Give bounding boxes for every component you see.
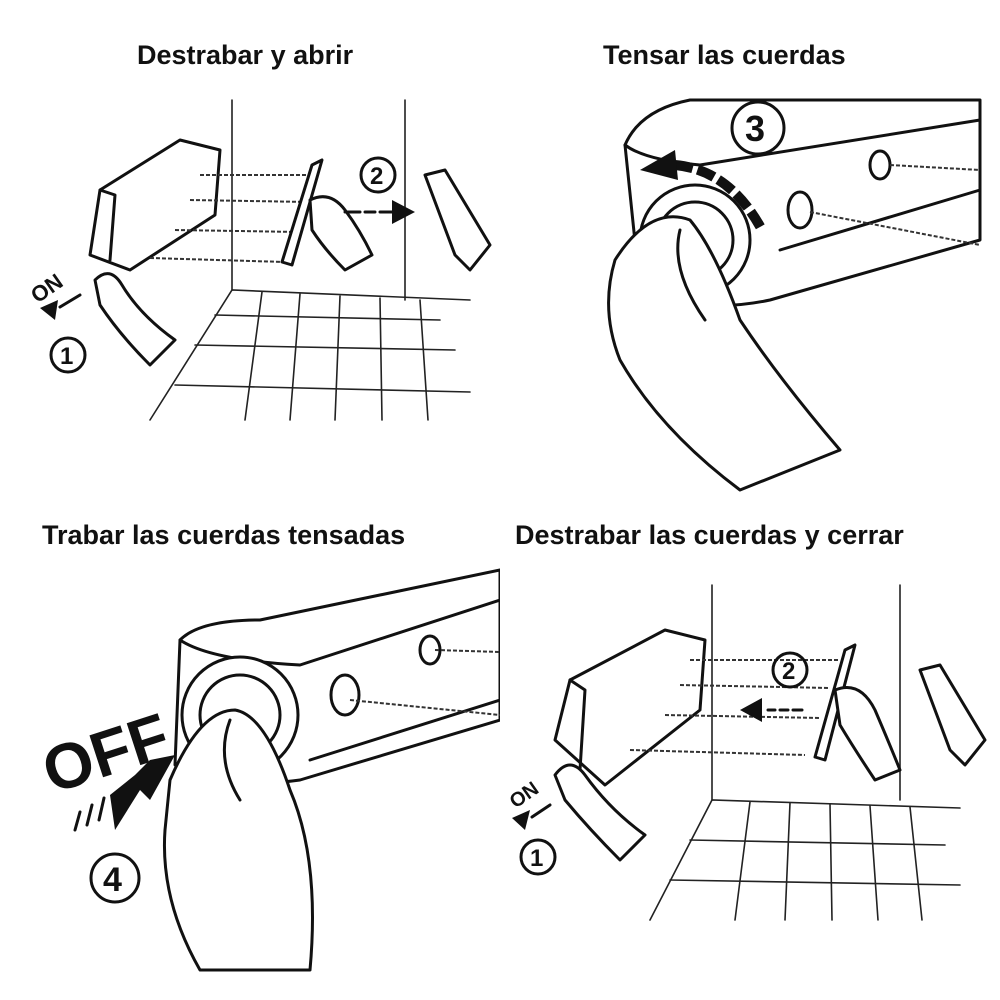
step-number-1-circle bbox=[49, 336, 87, 374]
step-title-lock-ropes: Trabar las cuerdas tensadas bbox=[42, 520, 406, 550]
on-arrow bbox=[40, 293, 82, 320]
step-title-tension-ropes: Tensar las cuerdas bbox=[603, 40, 846, 70]
step-number-2-circle bbox=[771, 651, 809, 689]
step-number-2: 2 bbox=[370, 163, 383, 190]
on-label: ON bbox=[26, 269, 67, 308]
step-number-1: 1 bbox=[530, 845, 543, 872]
pull-arrow bbox=[343, 200, 415, 224]
step-number-4-circle bbox=[89, 852, 141, 904]
step-panel-lock-ropes: Trabar las cuerdas tensadas OFF 4 bbox=[0, 500, 500, 1000]
on-arrow bbox=[512, 803, 552, 830]
step-number-1-circle bbox=[519, 838, 557, 876]
step-panel-tension-ropes: Tensar las cuerdas 3 bbox=[500, 0, 1000, 500]
step-panel-unlock-open: Destrabar y abrir bbox=[0, 0, 500, 500]
step-number-3: 3 bbox=[745, 108, 765, 149]
rotate-arrow bbox=[640, 150, 767, 233]
step-title-unlock-close: Destrabar las cuerdas y cerrar bbox=[515, 520, 904, 550]
illustration-unlock-close: ON 1 2 bbox=[506, 584, 987, 921]
on-label: ON bbox=[506, 778, 543, 813]
step-panel-unlock-close: Destrabar las cuerdas y cerrar bbox=[500, 500, 1000, 1000]
step-number-2-circle bbox=[359, 156, 397, 194]
illustration-unlock-open: ON 1 2 bbox=[26, 99, 492, 421]
illustration-tension-ropes: 3 bbox=[607, 98, 982, 492]
return-arrow bbox=[740, 698, 804, 722]
step-number-3-circle bbox=[730, 100, 786, 156]
step-number-1: 1 bbox=[60, 343, 73, 370]
push-arrow bbox=[73, 755, 175, 832]
illustration-lock-ropes: OFF 4 bbox=[34, 568, 500, 972]
step-title-unlock-open: Destrabar y abrir bbox=[137, 40, 354, 70]
step-number-2: 2 bbox=[782, 658, 795, 685]
off-label: OFF bbox=[34, 699, 178, 807]
step-number-4: 4 bbox=[103, 861, 122, 899]
